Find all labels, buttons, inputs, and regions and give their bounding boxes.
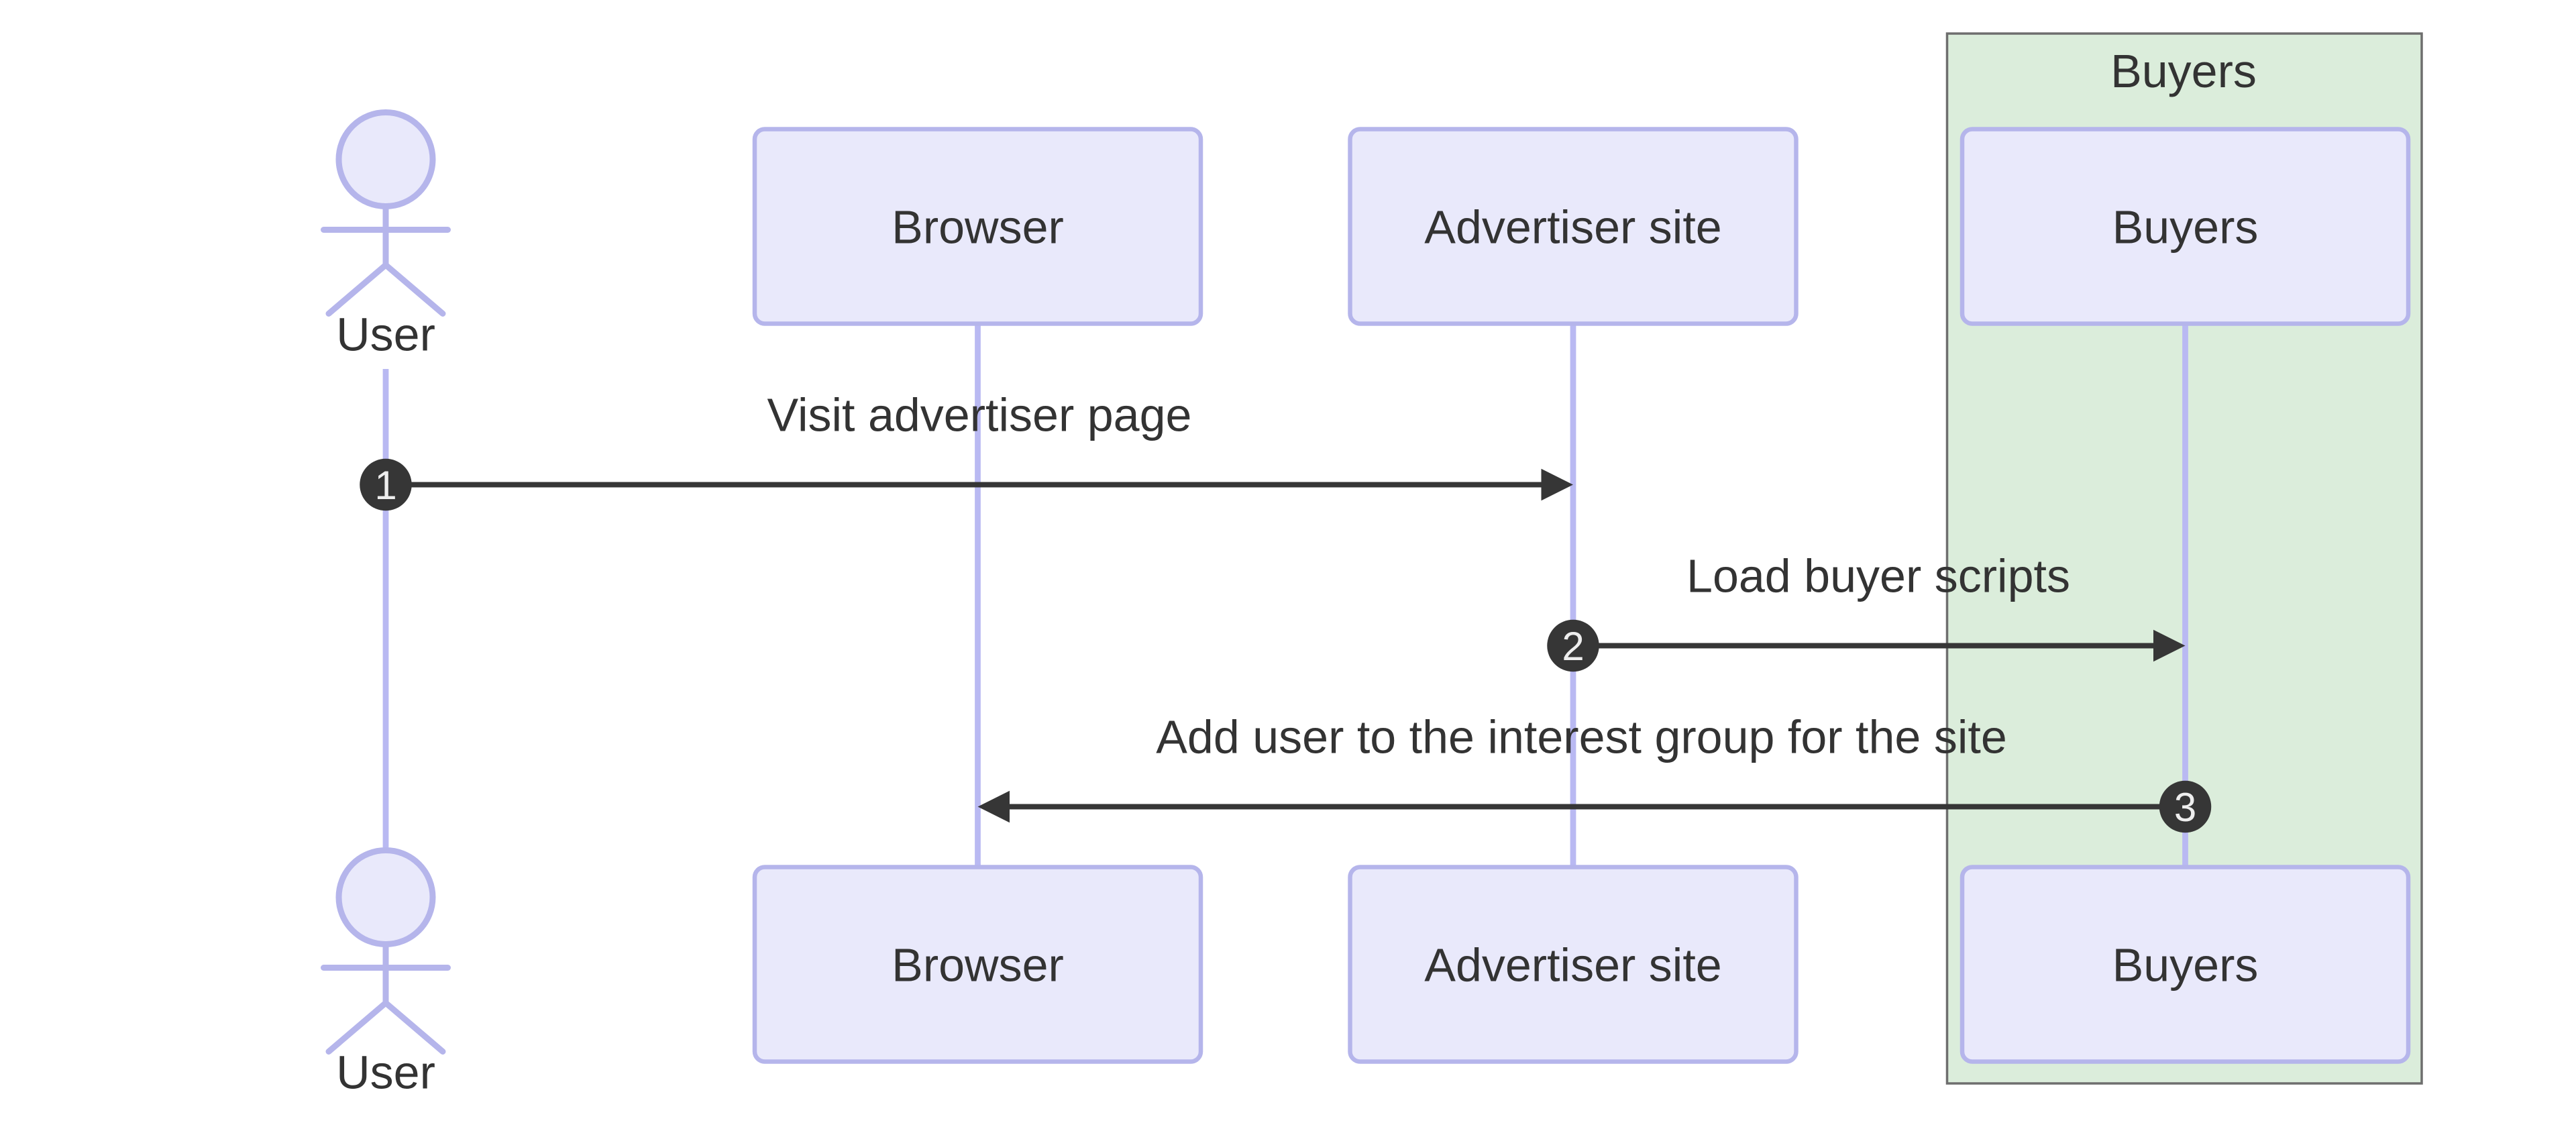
participant-browser-bottom: Browser [752,865,1203,1064]
participant-buyers-bottom-label: Buyers [2112,939,2259,992]
lifelines [382,323,2188,867]
actor-user-bottom-legs [325,1000,446,1055]
actor-user-bottom: User [321,847,451,1099]
participant-buyers-bottom-box [1960,865,2411,1064]
participant-advertiser-bottom: Advertiser site [1348,865,1799,1064]
participant-advertiser-top-box [1348,127,1799,326]
participant-browser-bottom-label: Browser [892,939,1064,992]
group-buyers-title: Buyers [2110,45,2257,97]
message-2-number: 2 [1562,624,1584,669]
participant-browser-bottom-box [752,865,1203,1064]
actor-user-top-label: User [336,309,435,361]
participant-advertiser-bottom-box [1348,865,1799,1064]
message-1: Visit advertiser page 1 [360,389,1573,511]
participant-buyers-top-box [1960,127,2411,326]
message-3-number: 3 [2174,785,2196,830]
participant-browser-top-box [752,127,1203,326]
actor-user-top-legs [325,262,446,317]
participants-top: Browser Advertiser site Buyers [752,127,2411,326]
participant-buyers-bottom: Buyers [1960,865,2411,1064]
message-1-arrowhead-icon [1541,468,1573,501]
message-1-label: Visit advertiser page [767,389,1192,441]
participant-advertiser-top-label: Advertiser site [1424,201,1721,254]
message-2: Load buyer scripts 2 [1547,550,2186,672]
participant-buyers-top: Buyers [1960,127,2411,326]
message-2-number-badge [1547,619,1599,672]
message-1-number-badge [360,458,412,511]
participant-buyers-top-label: Buyers [2112,201,2259,254]
participant-advertiser-bottom-label: Advertiser site [1424,939,1721,992]
actor-user-top-head [335,109,436,210]
message-1-number: 1 [374,463,396,508]
actor-user-bottom-head [335,847,436,948]
actor-user-bottom-label: User [336,1047,435,1099]
actor-user-top: User [321,109,451,361]
message-3-number-badge [2159,780,2212,833]
participants-bottom: Browser Advertiser site Buyers [752,865,2411,1064]
participant-browser-top: Browser [752,127,1203,326]
participant-advertiser-top: Advertiser site [1348,127,1799,326]
message-3-label: Add user to the interest group for the s… [1156,711,2007,763]
message-2-label: Load buyer scripts [1686,550,2070,602]
participant-browser-top-label: Browser [892,201,1064,254]
message-3-arrowhead-icon [977,790,1010,823]
message-3: Add user to the interest group for the s… [977,711,2212,833]
message-2-arrowhead-icon [2153,629,2186,662]
